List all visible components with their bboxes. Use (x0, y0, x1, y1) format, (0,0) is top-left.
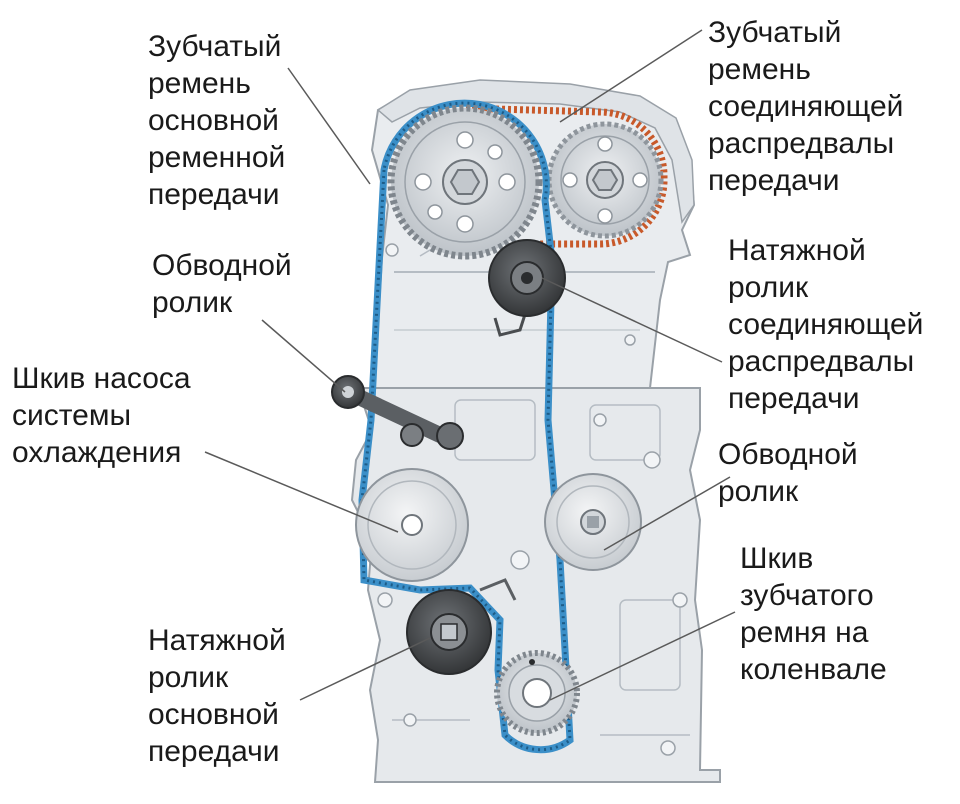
label-line: Обводной (718, 438, 858, 471)
label-line: соединяющей (728, 308, 924, 341)
label-line: ролик (152, 286, 233, 319)
label-line: ременной (148, 141, 286, 174)
label-line: передачи (148, 735, 280, 768)
water-pump-pulley (355, 468, 469, 582)
label-line: передачи (148, 178, 280, 211)
label-line: ролик (728, 271, 809, 304)
label-line: Зубчатый (148, 30, 282, 63)
label-line: Натяжной (728, 234, 866, 267)
label-camshaft-belt-tensioner: Натяжной ролик соединяющей распредвалы п… (728, 232, 923, 417)
label-line: коленвале (740, 653, 887, 686)
leader-idler-top (261, 319, 346, 393)
right-idler-roller (544, 473, 642, 571)
label-line: распредвалы (728, 345, 915, 378)
label-line: ремень (708, 53, 811, 86)
label-water-pump-pulley: Шкив насоса системы охлаждения (12, 360, 191, 471)
leader-crank-pulley (549, 611, 736, 701)
leader-idler-right (603, 476, 731, 551)
label-line: Обводной (152, 249, 292, 282)
right-camshaft-gear (546, 121, 664, 239)
label-line: распредвалы (708, 127, 895, 160)
leader-cam-tensioner (541, 277, 723, 363)
label-line: основной (148, 698, 279, 731)
label-line: зубчатого (740, 579, 874, 612)
leader-cam-belt (559, 29, 703, 123)
left-camshaft-gear (387, 104, 543, 260)
label-line: Шкив (740, 542, 814, 575)
label-line: охлаждения (12, 436, 182, 469)
label-line: передачи (708, 164, 840, 197)
upper-idler-roller (331, 375, 464, 450)
label-main-timing-belt: Зубчатый ремень основной ременной переда… (148, 28, 285, 213)
label-line: Натяжной (148, 624, 286, 657)
main-belt-tensioner (406, 578, 517, 675)
leader-main-tensioner (299, 637, 431, 701)
label-line: Шкив насоса (12, 362, 191, 395)
leader-water-pump (204, 451, 399, 533)
label-line: системы (12, 399, 132, 432)
label-line: ремня на (740, 616, 869, 649)
label-line: ролик (148, 661, 229, 694)
label-line: соединяющей (708, 90, 904, 123)
label-line: основной (148, 104, 279, 137)
label-line: ремень (148, 67, 251, 100)
main-timing-belt (358, 99, 574, 754)
leader-lines (204, 29, 736, 701)
label-right-idler-roller: Обводной ролик (718, 436, 858, 510)
label-camshaft-connecting-belt: Зубчатый ремень соединяющей распредвалы … (708, 14, 903, 199)
label-line: передачи (728, 382, 860, 415)
label-crankshaft-pulley: Шкив зубчатого ремня на коленвале (740, 540, 887, 688)
label-line: ролик (718, 475, 799, 508)
label-line: Зубчатый (708, 16, 842, 49)
label-main-belt-tensioner: Натяжной ролик основной передачи (148, 622, 286, 770)
label-upper-idler-roller: Обводной ролик (152, 247, 292, 321)
camshaft-belt-tensioner (488, 239, 566, 337)
crankshaft-sprocket (494, 650, 580, 736)
leader-main-belt (287, 67, 371, 185)
